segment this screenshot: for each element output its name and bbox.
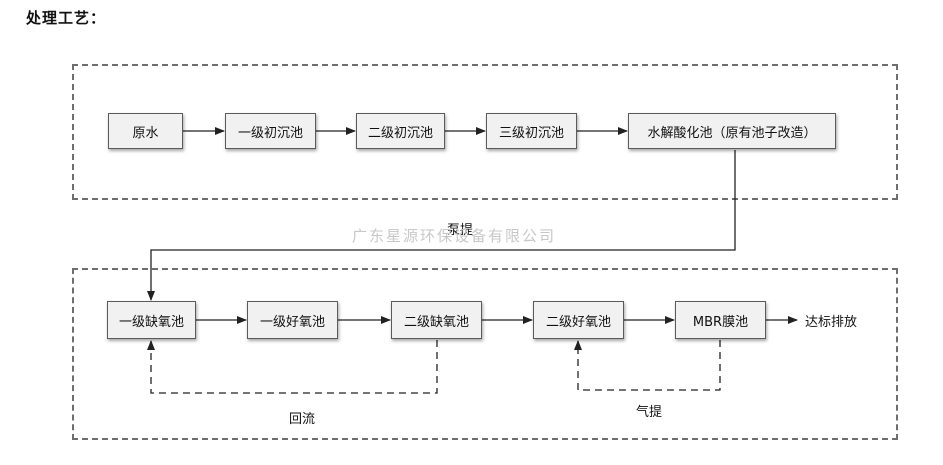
- node-anoxic-1: 一级缺氧池: [107, 301, 196, 339]
- node-anoxic-2: 二级缺氧池: [391, 301, 482, 339]
- reflux-loop: [147, 340, 438, 394]
- node-primary-settling-1: 一级初沉池: [225, 113, 316, 149]
- node-primary-settling-3: 三级初沉池: [486, 113, 577, 149]
- node-hydrolysis-tank: 水解酸化池（原有池子改造）: [628, 113, 836, 149]
- node-primary-settling-2: 二级初沉池: [356, 113, 445, 149]
- pump-transfer-label: 泵提: [447, 223, 474, 238]
- arrow-pump-transfer: [147, 150, 736, 301]
- outlet-label: 达标排放: [805, 315, 858, 330]
- node-oxic-2: 二级好氧池: [533, 301, 624, 339]
- node-mbr-tank: MBR膜池: [675, 301, 766, 339]
- reflux-label: 回流: [289, 412, 316, 427]
- airlift-label: 气提: [636, 405, 663, 420]
- pretreatment-stage-frame: [72, 64, 898, 200]
- biological-stage-frame: [72, 268, 898, 440]
- node-raw-water: 原水: [108, 113, 183, 149]
- node-oxic-1: 一级好氧池: [247, 301, 338, 339]
- company-watermark: 广东星源环保设备有限公司: [352, 227, 557, 245]
- airlift-loop: [574, 340, 721, 391]
- page-title: 处理工艺：: [26, 9, 107, 27]
